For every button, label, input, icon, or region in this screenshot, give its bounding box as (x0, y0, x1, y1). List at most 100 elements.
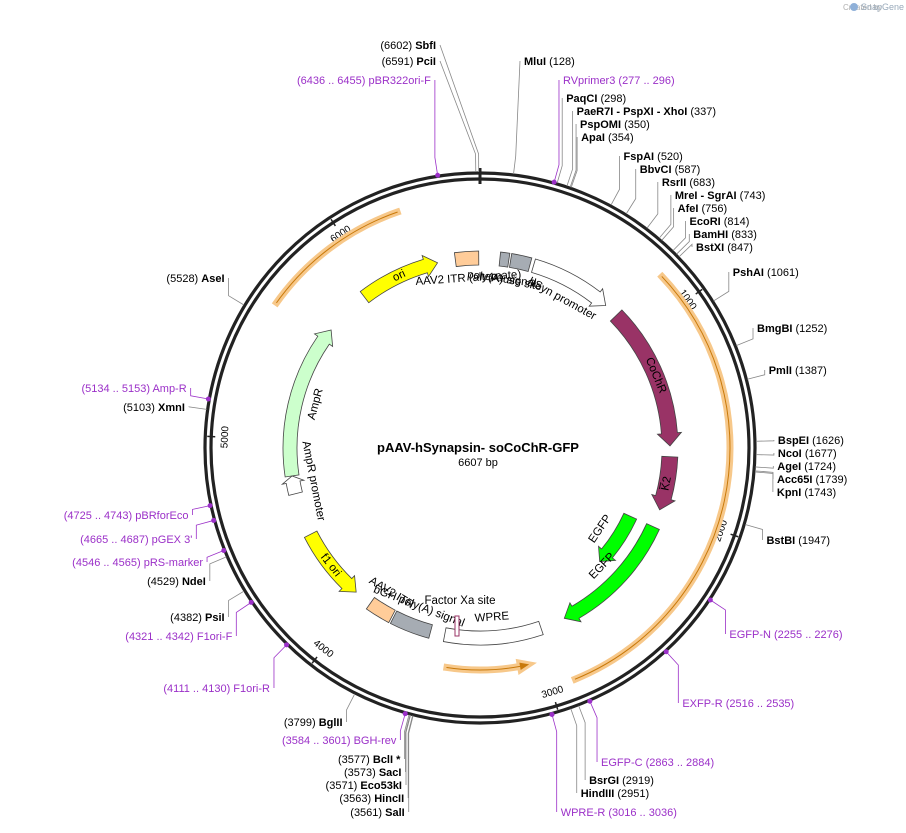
primer-position: (4665 .. 4687) (80, 534, 152, 546)
plasmid-name: pAAV-hSynapsin- soCoChR-GFP (377, 440, 579, 455)
primer-label: (4111 .. 4130) F1ori-R (163, 683, 270, 695)
site-name: BmgBI (757, 323, 796, 335)
site-leader (658, 195, 672, 239)
site-name: BbvCI (640, 164, 675, 176)
site-position: (1677) (805, 448, 837, 460)
primer-name: (2255 .. 2276) (774, 629, 843, 641)
site-label: FspAI (520) (624, 151, 683, 163)
site-name: PshAI (733, 267, 767, 279)
site-leader (346, 693, 356, 722)
primer-label: RVprimer3 (277 .. 296) (563, 75, 675, 87)
site-position: (587) (675, 164, 701, 176)
feature-arrow (365, 596, 396, 624)
site-leader (754, 471, 774, 492)
site-name: NdeI (182, 576, 206, 588)
tick-mark (730, 533, 739, 538)
primer-position: EGFP-N (729, 629, 774, 641)
site-name: AseI (201, 273, 224, 285)
primer-position: (4111 .. 4130) (163, 683, 233, 695)
site-leader (665, 651, 679, 703)
site-leader (646, 182, 659, 229)
primer-mark (549, 711, 555, 717)
primer-label: (4321 .. 4342) F1ori-F (125, 631, 232, 643)
site-leader (556, 98, 563, 184)
site-label: BbvCI (587) (640, 164, 701, 176)
site-position: (337) (690, 106, 716, 118)
site-leader (209, 556, 227, 581)
site-name: PaeR7I - PspXI - XhoI (577, 106, 691, 118)
primer-name: (277 .. 296) (618, 75, 674, 87)
primer-label: EXFP-R (2516 .. 2535) (682, 698, 794, 710)
site-leader (678, 243, 693, 258)
orf-arc (271, 207, 402, 308)
site-leader (206, 550, 224, 562)
primer-label: EGFP-C (2863 .. 2884) (601, 757, 714, 769)
primer-position: (4725 .. 4743) (64, 510, 136, 522)
site-label: MreI - SgrAI (743) (675, 190, 765, 202)
site-leader (235, 602, 252, 636)
site-leader (736, 328, 754, 346)
site-label: MluI (128) (524, 56, 575, 68)
site-leader (570, 137, 578, 188)
site-label: (3799) BglII (284, 717, 343, 729)
site-leader (192, 505, 211, 515)
site-label: PaeR7I - PspXI - XhoI (337) (577, 106, 716, 118)
site-leader (405, 715, 411, 785)
site-label: PshAI (1061) (733, 267, 799, 279)
site-leader (713, 272, 730, 302)
primer-name: pBRforEco (135, 510, 188, 522)
site-position: (814) (724, 216, 750, 228)
primer-label: WPRE-R (3016 .. 3036) (561, 807, 677, 819)
site-label: (3563) HincII (339, 793, 404, 805)
site-label: BamHI (833) (693, 229, 757, 241)
site-name: SalI (385, 807, 405, 819)
tick-mark (695, 288, 703, 295)
tick-label: 3000 (540, 684, 565, 701)
site-label: AfeI (756) (678, 203, 728, 215)
primer-position: RVprimer3 (563, 75, 618, 87)
site-leader (710, 599, 726, 634)
site-label: (6602) SbfI (380, 40, 436, 52)
site-position: (1626) (812, 435, 844, 447)
site-position: (3571) (326, 780, 361, 792)
site-label: (6591) PciI (382, 56, 436, 68)
primer-mark (211, 517, 217, 523)
primer-label: (6436 .. 6455) pBR322ori-F (297, 75, 431, 87)
primer-name: pGEX 3' (152, 534, 193, 546)
primer-name: F1ori-R (233, 683, 270, 695)
site-leaders (188, 44, 775, 812)
site-name: PsiI (205, 612, 225, 624)
tick-label: 5000 (219, 425, 231, 448)
site-position: (1061) (767, 267, 799, 279)
site-name: PmlI (769, 365, 795, 377)
primer-mark (551, 179, 557, 185)
orf-arc (570, 271, 734, 684)
primer-mark (663, 649, 669, 655)
primer-position: (4546 .. 4565) (72, 557, 144, 569)
plasmid-length: 6607 bp (458, 457, 498, 469)
primer-mark (221, 548, 227, 554)
site-name: Acc65I (777, 474, 816, 486)
site-position: (1739) (816, 474, 848, 486)
site-name: FspAI (624, 151, 658, 163)
site-leader (570, 708, 578, 793)
site-label: PmlI (1387) (769, 365, 827, 377)
feature-arrow (531, 258, 607, 307)
site-leader (228, 590, 245, 617)
site-label: (5528) AseI (166, 273, 224, 285)
site-label: (4529) NdeI (147, 576, 206, 588)
feature-arrow (280, 475, 306, 496)
site-name: NcoI (778, 448, 805, 460)
primer-mark (587, 698, 593, 704)
site-position: (756) (701, 203, 727, 215)
site-name: SbfI (415, 40, 436, 52)
backbone-ring (203, 168, 757, 725)
primer-mark (207, 503, 213, 509)
site-leader (273, 644, 287, 688)
primer-label: (4546 .. 4565) pRS-marker (72, 557, 203, 569)
site-position: (1743) (804, 487, 836, 499)
site-label: (4382) PsiI (170, 612, 224, 624)
site-leader (190, 388, 209, 400)
site-name: EcoRI (690, 216, 724, 228)
site-name: BclI * (373, 754, 401, 766)
